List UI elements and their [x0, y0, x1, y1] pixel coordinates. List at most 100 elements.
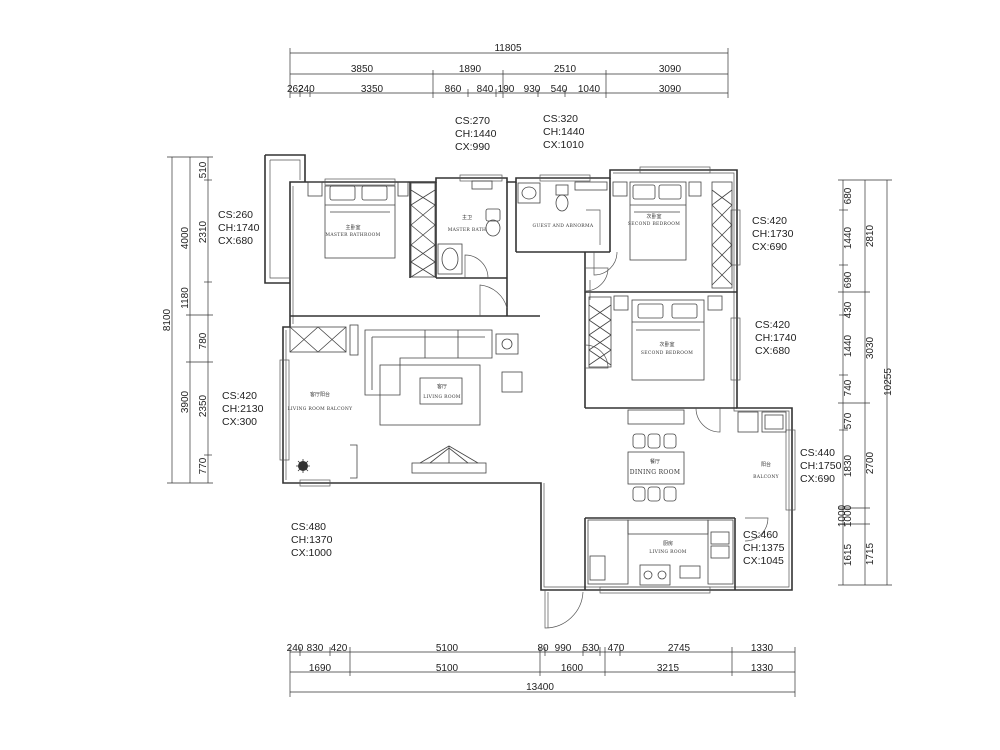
- dim-left3-3: 780: [198, 332, 209, 349]
- dim-left-total: 8100: [162, 308, 173, 331]
- dim-top3-4: 860: [445, 84, 462, 95]
- dim-top3-1: 262: [287, 84, 304, 95]
- guest-bath-fixtures: [517, 181, 608, 212]
- window-spec-6: CS:420 CH:2130 CX:300: [222, 390, 264, 428]
- doors: [464, 209, 769, 629]
- tv-cabinet: [350, 444, 487, 479]
- dim-right1-4: 740: [843, 379, 854, 396]
- dim-left2-1: 4000: [180, 226, 191, 249]
- second-bedroom-label: SECOND BEDROOM: [628, 221, 680, 227]
- svg-text:CX:1045: CX:1045: [743, 555, 784, 567]
- dim-right2-3: 1440: [843, 334, 854, 357]
- dim-bot1-9: 2745: [668, 643, 691, 654]
- master-bath-label: MASTER BATH: [448, 227, 487, 233]
- dim-left3-2: 2310: [198, 220, 209, 243]
- dim-right-total: 10255: [883, 368, 894, 396]
- svg-text:CH:2130: CH:2130: [222, 403, 264, 415]
- window-spec-2: CS:320 CH:1440 CX:1010: [543, 113, 585, 151]
- svg-text:CS:440: CS:440: [800, 447, 835, 459]
- dim-top3-8: 540: [551, 84, 568, 95]
- walls: [264, 154, 793, 591]
- dim-bot1-7: 530: [583, 643, 600, 654]
- living-balcony-label: LIVING ROOM BALCONY: [288, 406, 354, 412]
- dim-right3-1: 3030: [865, 336, 876, 359]
- right-balcony-fixtures: [737, 411, 787, 433]
- dim-top3-7: 930: [524, 84, 541, 95]
- dim-bot1-10: 1330: [751, 643, 774, 654]
- svg-text:CS:420: CS:420: [755, 319, 790, 331]
- dim-bot1-8: 470: [608, 643, 625, 654]
- svg-text:CX:1000: CX:1000: [291, 547, 332, 559]
- svg-text:CX:690: CX:690: [800, 473, 835, 485]
- dim-bot2-2: 5100: [436, 663, 459, 674]
- dim-right1-7: 1615: [843, 543, 854, 566]
- dining-label: DINING ROOM: [630, 469, 681, 476]
- svg-text:CX:680: CX:680: [755, 345, 790, 357]
- dim-bot2-5: 1330: [751, 663, 774, 674]
- balcony-cabinet: [289, 324, 359, 356]
- svg-text:CX:680: CX:680: [218, 235, 253, 247]
- dim-bot-total: 13400: [526, 682, 554, 693]
- svg-text:CH:1730: CH:1730: [752, 228, 794, 240]
- master-bath-label-cn: 主卫: [462, 214, 472, 221]
- right-balcony-label: BALCONY: [753, 474, 779, 480]
- dim-bot2-3: 1600: [561, 663, 584, 674]
- second-bedroom-label-cn: 次卧室: [646, 213, 661, 220]
- window-spec-9: CS:460 CH:1375 CX:1045: [743, 529, 785, 567]
- dim-bot1-1: 240: [287, 643, 304, 654]
- svg-text:CS:420: CS:420: [752, 215, 787, 227]
- dim-right1-6: 1000: [843, 504, 854, 527]
- dim-bot2-4: 3215: [657, 663, 680, 674]
- dim-bot2-1: 1690: [309, 663, 332, 674]
- dim-top-3: 2510: [554, 64, 577, 75]
- dimension-lines: [167, 48, 892, 697]
- window-openings: [279, 166, 796, 594]
- dimension-labels: 11805 3850 1890 2510 3090 262 240 3350 8…: [162, 43, 894, 693]
- room-labels: 主卧室 MASTER BATHROOM 主卫 MASTER BATH GUEST…: [288, 213, 780, 555]
- window-specs: CS:270 CH:1440 CX:990 CS:320 CH:1440 CX:…: [218, 113, 842, 567]
- dim-right1-3: 430: [843, 301, 854, 318]
- window-spec-1: CS:270 CH:1440 CX:990: [455, 115, 497, 153]
- dim-right1-5: 570: [843, 412, 854, 429]
- dim-left3-4: 2350: [198, 394, 209, 417]
- second-bedroom-bed: [612, 181, 733, 289]
- dim-bot1-5: 80: [537, 643, 549, 654]
- window-spec-4: CS:420 CH:1730 CX:690: [752, 215, 794, 253]
- top-left-balcony: [264, 154, 306, 284]
- svg-text:CS:270: CS:270: [455, 115, 490, 127]
- dim-top-total: 11805: [494, 43, 522, 54]
- sofa: [364, 329, 523, 426]
- svg-text:CX:990: CX:990: [455, 141, 490, 153]
- furniture: [289, 180, 787, 586]
- dim-bot1-2: 830: [307, 643, 324, 654]
- window-spec-7: CS:440 CH:1750 CX:690: [800, 447, 842, 485]
- dim-right3-3: 1715: [865, 542, 876, 565]
- svg-text:CH:1440: CH:1440: [543, 126, 585, 138]
- living-room-label-cn: 客厅: [437, 383, 447, 390]
- master-bath-fixtures: [437, 180, 501, 275]
- svg-text:CH:1740: CH:1740: [218, 222, 260, 234]
- third-bedroom-bed: [588, 295, 723, 381]
- dim-top-4: 3090: [659, 64, 682, 75]
- window-spec-3: CS:260 CH:1740 CX:680: [218, 209, 260, 247]
- svg-text:CS:320: CS:320: [543, 113, 578, 125]
- dim-top3-10: 3090: [659, 84, 682, 95]
- dim-right2-5: 1000: [837, 504, 848, 527]
- living-balcony-label-cn: 客厅阳台: [310, 391, 330, 398]
- dining-table: [627, 409, 685, 502]
- window-spec-5: CS:420 CH:1740 CX:680: [755, 319, 797, 357]
- svg-text:CX:300: CX:300: [222, 416, 257, 428]
- master-wardrobe: [410, 182, 436, 278]
- kitchen-label-cn: 厨房: [663, 540, 673, 547]
- dim-bot1-3: 420: [331, 643, 348, 654]
- svg-text:CX:1010: CX:1010: [543, 139, 584, 151]
- dim-left3-5: 770: [198, 457, 209, 474]
- dim-top3-2: 240: [298, 84, 315, 95]
- svg-text:CS:420: CS:420: [222, 390, 257, 402]
- kitchen-label: LIVING ROOM: [649, 549, 687, 555]
- outer-wall: [282, 169, 793, 591]
- svg-text:CH:1370: CH:1370: [291, 534, 333, 546]
- svg-text:CS:460: CS:460: [743, 529, 778, 541]
- dim-right2-1: 2810: [865, 224, 876, 247]
